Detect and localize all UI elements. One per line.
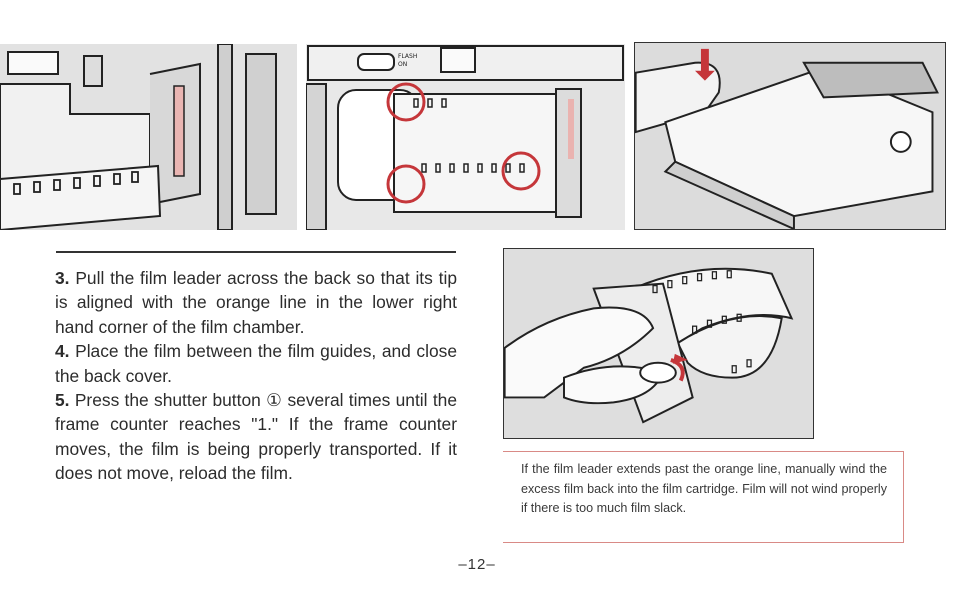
instruction-steps: 3. Pull the film leader across the back … bbox=[55, 266, 457, 486]
step-3-text: Pull the film leader across the back so … bbox=[55, 268, 457, 337]
step-3: 3. Pull the film leader across the back … bbox=[55, 266, 457, 339]
press-arrow bbox=[695, 48, 715, 81]
step-5-text-after: several times until the frame counter re… bbox=[55, 390, 457, 484]
step-4: 4. Place the film between the film guide… bbox=[55, 339, 457, 388]
guide-markers bbox=[386, 82, 541, 204]
wind-film-illustration bbox=[503, 248, 814, 439]
step-3-number: 3. bbox=[55, 268, 70, 288]
note-text: If the film leader extends past the oran… bbox=[521, 462, 887, 516]
wind-arrow bbox=[672, 353, 688, 364]
step-4-text: Place the film between the film guides, … bbox=[55, 341, 457, 386]
step-4-number: 4. bbox=[55, 341, 70, 362]
on-label: ON bbox=[398, 61, 407, 68]
step-5-number: 5. bbox=[55, 390, 70, 411]
wind-film-drawing bbox=[504, 249, 813, 438]
circled-one-icon: ① bbox=[266, 390, 283, 411]
film-chamber-drawing bbox=[0, 44, 297, 230]
film-guides-drawing: FLASH ON bbox=[306, 44, 625, 230]
page-number: –12– bbox=[458, 556, 496, 573]
film-guides-illustration: FLASH ON bbox=[306, 44, 625, 230]
close-back-cover-illustration bbox=[634, 42, 946, 230]
back-cover-drawing bbox=[635, 43, 945, 229]
note-box: If the film leader extends past the oran… bbox=[503, 451, 904, 543]
step-5: 5. Press the shutter button ① several ti… bbox=[55, 388, 457, 486]
section-rule bbox=[56, 251, 456, 253]
step-5-text-before: Press the shutter button bbox=[74, 390, 261, 411]
flash-label: FLASH bbox=[398, 53, 417, 60]
film-chamber-illustration bbox=[0, 44, 297, 230]
